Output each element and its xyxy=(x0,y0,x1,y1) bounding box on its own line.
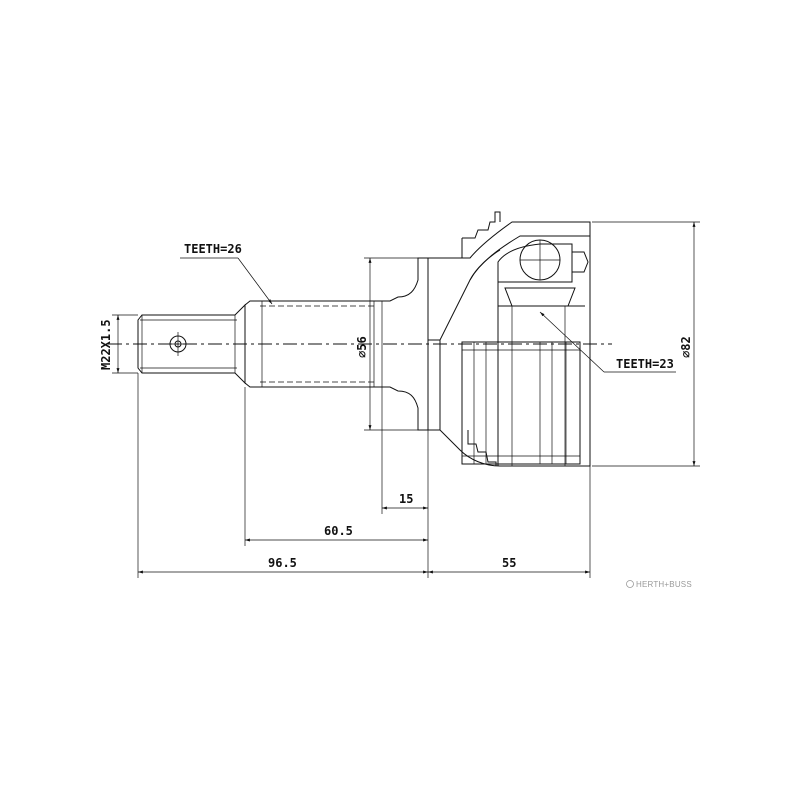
brand-ring-icon xyxy=(626,580,634,588)
dim-thread: M22X1.5 xyxy=(99,314,138,374)
dia-shaft-label: ⌀56 xyxy=(355,336,369,358)
dim-shaft-diameter: ⌀56 xyxy=(355,257,418,431)
dim-55: 55 xyxy=(428,556,590,574)
teeth-inner-label: TEETH=23 xyxy=(616,357,674,371)
dim-60-5: 60.5 xyxy=(245,524,428,542)
dim-96-5: 96.5 xyxy=(138,556,428,574)
thread-label: M22X1.5 xyxy=(99,319,113,370)
brand-label: HERTH+BUSS xyxy=(636,580,692,589)
dim-15-label: 15 xyxy=(399,492,413,506)
leader-teeth-inner: TEETH=23 xyxy=(539,311,676,373)
dim-15: 15 xyxy=(382,492,428,510)
inner-spline-sleeve xyxy=(461,341,581,465)
dia-body-label: ⌀82 xyxy=(679,336,693,358)
dim-55-label: 55 xyxy=(502,556,516,570)
leader-teeth-outer: TEETH=26 xyxy=(180,242,273,305)
teeth-outer-label: TEETH=26 xyxy=(184,242,242,256)
threaded-stub xyxy=(137,303,246,385)
dim-60-5-label: 60.5 xyxy=(324,524,353,538)
dim-96-5-label: 96.5 xyxy=(268,556,297,570)
brand-watermark: HERTH+BUSS xyxy=(626,580,692,589)
outer-housing xyxy=(427,211,591,467)
dim-body-diameter: ⌀82 xyxy=(592,221,700,467)
ball-cage xyxy=(497,239,589,466)
